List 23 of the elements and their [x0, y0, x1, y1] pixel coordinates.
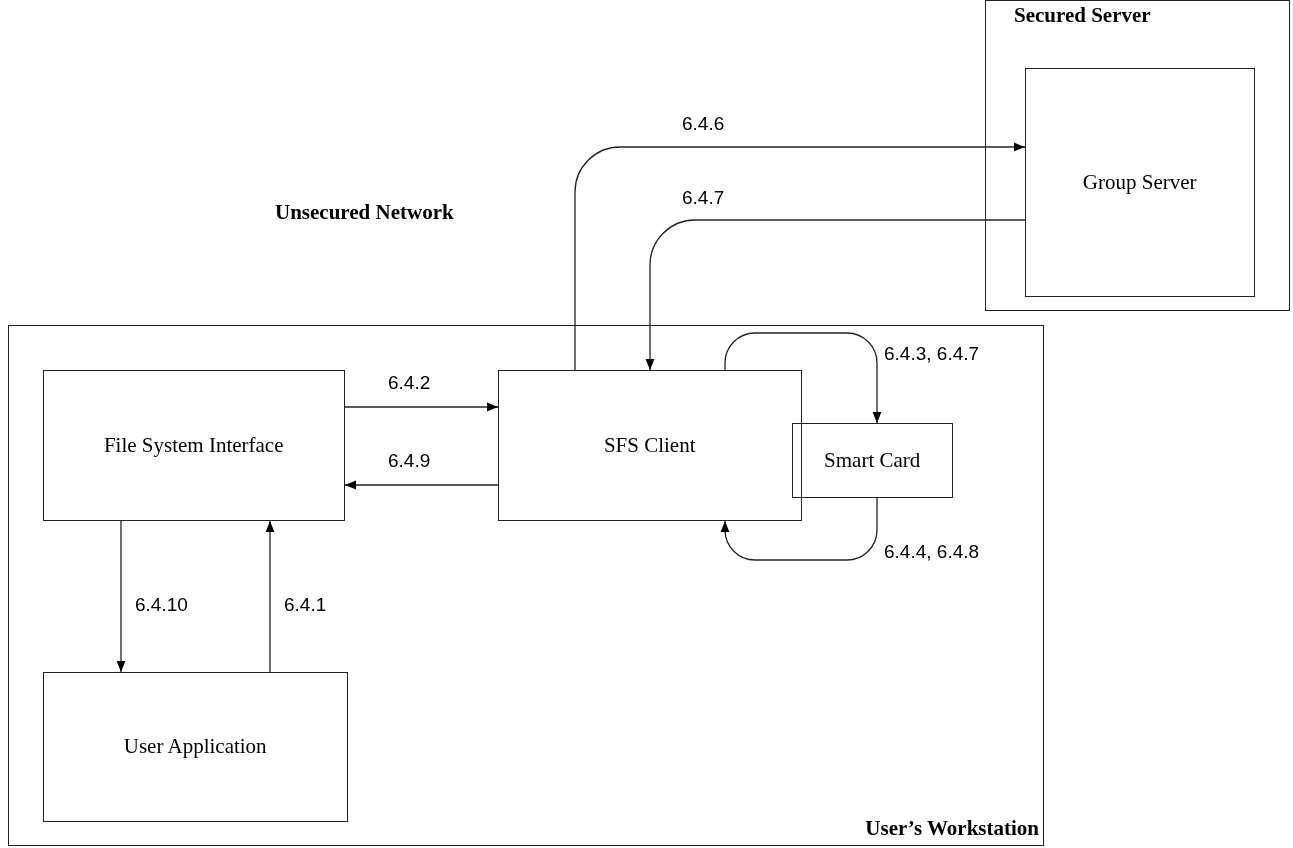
arrow: [116, 520, 126, 673]
arrow: [265, 520, 275, 673]
node-label: SFS Client: [603, 432, 696, 458]
process-box: [791, 422, 953, 498]
arrow: [344, 402, 499, 412]
process-box: [1024, 67, 1255, 297]
arrow: [574, 142, 1026, 371]
arrow: [724, 332, 882, 424]
group-heading: Secured Server: [1014, 3, 1151, 28]
arrow: [720, 497, 878, 561]
process-box: [42, 671, 348, 822]
container-box: [985, 0, 1290, 311]
node-label: User Application: [123, 734, 267, 760]
arrow: [645, 219, 1026, 371]
process-box: [497, 369, 802, 521]
group-heading: User’s Workstation: [865, 816, 1039, 841]
node-label: Group Server: [1082, 169, 1197, 195]
container-box: [8, 325, 1044, 846]
process-box: [42, 369, 345, 521]
node-label: File System Interface: [103, 432, 284, 458]
arrow: [344, 480, 499, 490]
node-label: Smart Card: [824, 447, 921, 473]
network-label: Unsecured Network: [275, 200, 454, 225]
